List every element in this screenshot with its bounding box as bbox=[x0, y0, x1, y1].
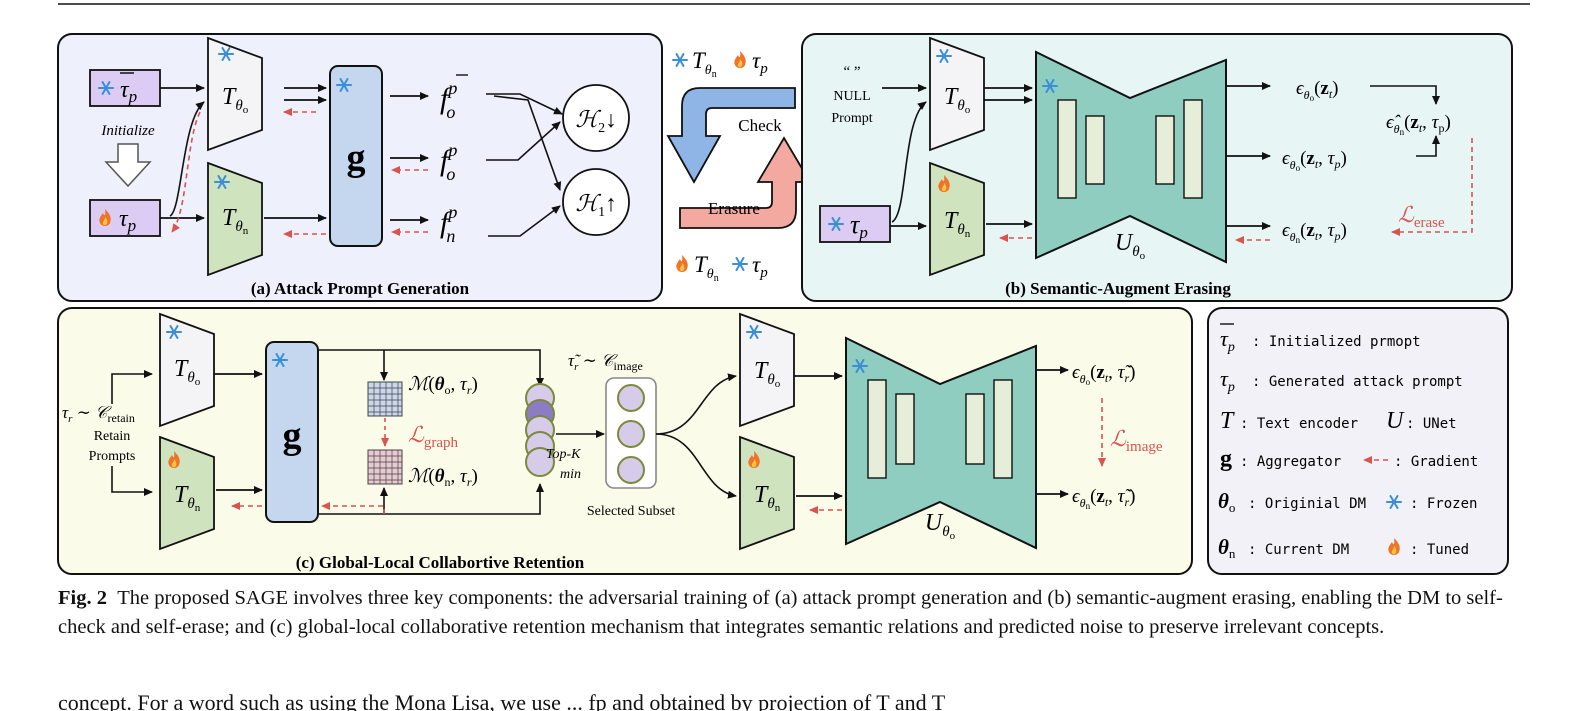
flame-icon bbox=[734, 51, 746, 68]
panel-global-local-retention: τr ∼ 𝒞retain Retain Prompts Tθo Tθn g bbox=[57, 307, 1193, 575]
legend-item-tuned: : Tuned bbox=[1410, 542, 1469, 558]
encoder-theta-o bbox=[207, 36, 263, 152]
h1-label: ℋ1↑ bbox=[575, 191, 616, 220]
legend-symbol-g: g bbox=[1220, 446, 1232, 472]
legend-symbol-u: U bbox=[1386, 408, 1405, 434]
topk-line2: min bbox=[560, 467, 581, 482]
retain-prompts-line1: Retain bbox=[94, 429, 131, 444]
eps-hat-theta-n: ϵ̂θn(zt, τp) bbox=[1386, 112, 1451, 137]
encoder-theta-o bbox=[739, 312, 795, 428]
encoder-theta-n bbox=[207, 161, 263, 277]
cycle-bottom-label: Tθn bbox=[694, 252, 719, 284]
check-label: Check bbox=[738, 116, 782, 135]
legend-frame bbox=[1207, 307, 1509, 575]
panel-semantic-augment-erasing: “ ” NULL Prompt τp Tθo Tθn Uθo ϵθo(zt) ϵ bbox=[801, 33, 1513, 302]
retain-prompts-line2: Prompts bbox=[89, 449, 136, 464]
panel-attack-prompt-generation: τp Initialize τp Tθo Tθn g bbox=[57, 33, 663, 302]
initialize-label: Initialize bbox=[100, 123, 155, 139]
null-prompt-quote: “ ” bbox=[843, 64, 860, 80]
graph-matrix-theta-n bbox=[367, 449, 403, 485]
eps-theta-n-tau-p: ϵθn(zt, τp) bbox=[1282, 220, 1347, 245]
initialize-arrow-icon bbox=[104, 143, 152, 188]
legend-item-attack-prompt: : Generated attack prompt bbox=[1252, 374, 1463, 390]
m-theta-o-tau-r: ℳ(θo, τr) bbox=[408, 374, 478, 397]
legend-item-unet: : UNet bbox=[1406, 416, 1457, 432]
sage-diagram: τp Initialize τp Tθo Tθn g bbox=[57, 3, 1530, 575]
m-theta-n-tau-r: ℳ(θn, τr) bbox=[408, 466, 478, 489]
encoder-theta-o bbox=[159, 312, 215, 428]
aggregator-block bbox=[329, 65, 383, 247]
encoder-theta-o bbox=[929, 36, 985, 152]
snowflake-icon bbox=[732, 257, 748, 271]
flame-icon bbox=[676, 255, 688, 272]
topk-line1: Top-K bbox=[546, 447, 581, 462]
body-text-fragment: concept. For a word such as using the Mo… bbox=[58, 690, 946, 711]
h2-label: ℋ2↓ bbox=[575, 107, 616, 136]
legend-item-gradient: : Gradient bbox=[1394, 454, 1478, 470]
figure-caption: Fig. 2 The proposed SAGE involves three … bbox=[58, 584, 1528, 642]
snowflake-icon bbox=[672, 53, 688, 67]
h1-node bbox=[562, 168, 630, 236]
legend-item-current-dm: : Current DM bbox=[1248, 542, 1349, 558]
panel-c-title: (c) Global-Local Collabortive Retention bbox=[296, 553, 585, 572]
legend-item-original-dm: : Originial DM bbox=[1248, 496, 1366, 512]
check-arrow-icon bbox=[666, 87, 796, 184]
check-erasure-cycle: Tθn τp Check Erasure Tθn τp bbox=[666, 48, 812, 284]
aggregator-label: g bbox=[283, 415, 302, 457]
cycle-top-tau: τp bbox=[752, 48, 768, 77]
cycle-bottom-tau: τp bbox=[752, 252, 768, 281]
aggregator-label: g bbox=[347, 137, 366, 179]
legend-panel: τp : Initialized prmopt τp : Generated a… bbox=[1207, 307, 1509, 575]
candidate-stack bbox=[525, 383, 555, 477]
selected-subset-label: Selected Subset bbox=[587, 504, 675, 519]
caption-text: The proposed SAGE involves three key com… bbox=[58, 587, 1503, 638]
legend-item-aggregator: : Aggregator bbox=[1240, 454, 1341, 470]
aggregator-block bbox=[265, 341, 319, 523]
legend-item-frozen: : Frozen bbox=[1410, 496, 1477, 512]
panel-a-title: (a) Attack Prompt Generation bbox=[251, 279, 470, 298]
unet-block bbox=[1035, 50, 1227, 264]
unet-block bbox=[845, 336, 1037, 550]
h2-node bbox=[562, 84, 630, 152]
legend-item-initialized: : Initialized prmopt bbox=[1252, 334, 1421, 350]
legend-item-text-encoder: : Text encoder bbox=[1240, 416, 1358, 432]
panel-b-title: (b) Semantic-Augment Erasing bbox=[1005, 279, 1231, 298]
graph-matrix-theta-o bbox=[367, 381, 403, 417]
null-prompt-line1: NULL bbox=[833, 89, 870, 104]
legend-symbol-t: T bbox=[1220, 408, 1235, 434]
caption-label: Fig. 2 bbox=[58, 587, 107, 609]
erasure-arrow-icon bbox=[679, 136, 812, 229]
erasure-label: Erasure bbox=[708, 199, 760, 218]
null-prompt-line2: Prompt bbox=[831, 111, 872, 126]
cycle-top-label: Tθn bbox=[692, 48, 717, 80]
eps-theta-o: ϵθo(zt) bbox=[1296, 78, 1339, 103]
